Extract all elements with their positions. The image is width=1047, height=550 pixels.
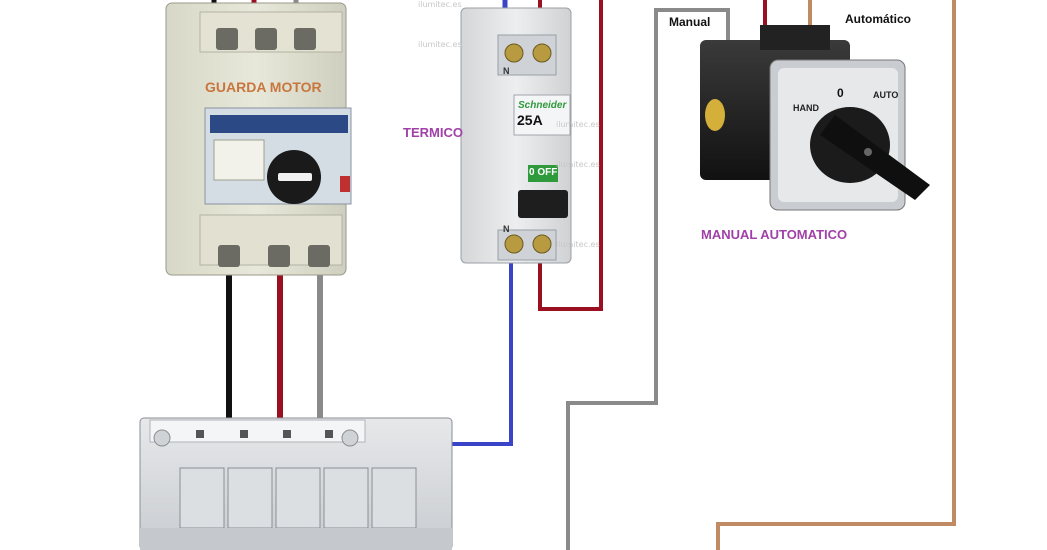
gm-top-terminals	[216, 28, 316, 50]
label-manual: Manual	[669, 15, 711, 29]
selector-auto-label: AUTO	[873, 90, 899, 100]
selector-knob-lever	[820, 115, 930, 200]
selector-zero-label: 0	[837, 86, 844, 100]
guarda-motor-device	[165, 2, 352, 276]
watermark-text: ilumitec.es	[556, 160, 600, 169]
breaker-terminal-bottom: N	[503, 224, 510, 234]
breaker-device	[460, 7, 572, 264]
selector-switch-device	[700, 25, 930, 211]
label-automatico: Automático	[845, 12, 911, 26]
watermark-text: ilumitec.es	[418, 40, 462, 49]
watermark-text: ilumitec.es	[556, 240, 600, 249]
breaker-brand: Schneider	[518, 100, 567, 111]
wires	[211, 0, 956, 550]
breaker-terminal-top: N	[503, 66, 510, 76]
label-manual-automatico: MANUAL AUTOMATICO	[701, 227, 848, 242]
contactor-terminal-cells	[179, 467, 417, 529]
watermark-text: ilumitec.es	[556, 120, 600, 129]
watermark-text: ilumitec.es	[418, 0, 462, 9]
breaker-status-window	[528, 165, 558, 182]
contactor-device	[139, 417, 453, 550]
breaker-rating: 25A	[517, 112, 543, 128]
wire-grey-manual	[566, 8, 730, 550]
label-guarda-motor: GUARDA MOTOR	[205, 79, 322, 95]
gm-bottom-terminals	[218, 245, 330, 267]
breaker-state: 0 OFF	[529, 167, 558, 178]
breaker-toggle	[518, 190, 568, 218]
label-termico: TERMICO	[403, 125, 463, 140]
wire-brown-long	[716, 0, 956, 550]
wire-red-loop	[538, 0, 603, 311]
selector-hand-label: HAND	[793, 103, 819, 113]
